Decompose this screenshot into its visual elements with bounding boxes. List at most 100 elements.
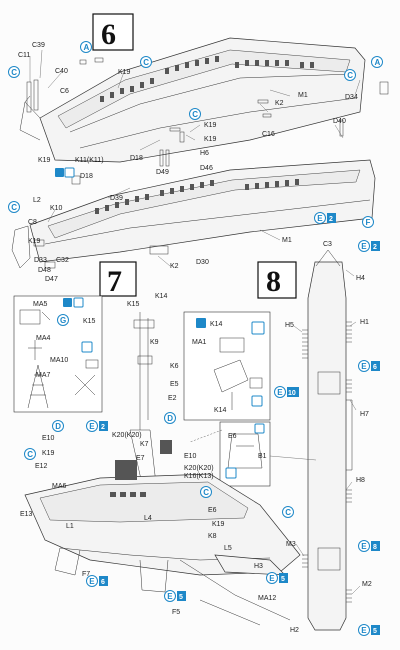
label-k16: K16(K13)	[184, 473, 214, 480]
label-e12: E12	[35, 463, 48, 470]
glue-icon	[63, 298, 72, 307]
step-6-panel: 6	[8, 13, 389, 283]
label-e13: E13	[20, 511, 33, 518]
step-6-badges: A C C A C C C	[8, 41, 383, 213]
label-c11: C11	[18, 52, 30, 59]
label-d39: D39	[110, 195, 123, 202]
badge-f-1: F	[362, 216, 374, 228]
badge-c-1: C	[140, 56, 152, 68]
step-7-labels: E10 K19 E12 MA6 E13 K20(K20) K7 E7 E10 K…	[20, 432, 299, 634]
svg-text:E: E	[269, 574, 275, 583]
svg-text:E: E	[361, 626, 367, 635]
label-d30: D30	[196, 259, 209, 266]
svg-text:C: C	[143, 58, 149, 67]
badge-e-x6-b: E 6	[86, 575, 108, 587]
badge-e-x5-b: E 5	[164, 590, 186, 602]
badge-e-x8: E 8	[358, 540, 380, 552]
badge-e-x2-a: E 2	[314, 212, 336, 224]
label-l4: L4	[144, 515, 152, 522]
label-h4: H4	[356, 275, 365, 282]
label-d18-b: D18	[130, 155, 143, 162]
badge-d-1: D	[52, 420, 64, 432]
label-e6-inset: E6	[228, 433, 237, 440]
label-k2-b: K2	[170, 263, 179, 270]
label-k8: K8	[208, 533, 217, 540]
label-c39: C39	[32, 42, 45, 49]
svg-text:2: 2	[101, 424, 105, 431]
label-m3: M3	[286, 541, 296, 548]
label-ma12: MA12	[258, 595, 276, 602]
label-b1: B1	[258, 453, 267, 460]
label-k20-a: K20(K20)	[112, 432, 142, 439]
badge-c-5: C	[8, 201, 20, 213]
label-ma6: MA6	[52, 483, 67, 490]
label-k14-a: K14	[155, 293, 168, 300]
badge-a-2: A	[371, 56, 383, 68]
label-f5: F5	[172, 609, 180, 616]
label-h7: H7	[360, 411, 369, 418]
label-ma5: MA5	[33, 301, 48, 308]
badge-e-x10: E 10	[274, 386, 299, 398]
label-h3: H3	[254, 563, 263, 570]
step-8-panel: 8	[257, 212, 380, 636]
svg-text:C: C	[11, 203, 17, 212]
svg-text:E: E	[89, 577, 95, 586]
svg-text:6: 6	[101, 579, 105, 586]
svg-text:E: E	[361, 542, 367, 551]
badge-c-2: C	[8, 66, 20, 78]
svg-text:6: 6	[373, 364, 377, 371]
label-e5-a: E5	[170, 381, 179, 388]
label-c6: C6	[60, 88, 69, 95]
svg-text:G: G	[60, 316, 66, 325]
label-k2: K2	[275, 100, 284, 107]
label-k14-b: K14	[210, 321, 223, 328]
badge-c-4: C	[189, 108, 201, 120]
svg-text:2: 2	[329, 216, 333, 223]
mast-inset-box	[13, 295, 103, 413]
svg-text:C: C	[347, 71, 353, 80]
svg-text:10: 10	[288, 390, 296, 397]
step-7-number-box	[99, 261, 137, 297]
hull-step7-drawing	[24, 440, 301, 626]
label-k19-a: K19	[118, 69, 131, 76]
step-8-number-box	[257, 261, 297, 299]
label-h2: H2	[290, 627, 299, 634]
svg-text:E: E	[89, 422, 95, 431]
badge-e-x5-c: E 5	[358, 624, 380, 636]
svg-text:5: 5	[281, 576, 285, 583]
label-c40: C40	[55, 68, 68, 75]
drill-icon	[64, 167, 75, 178]
hull-lower-drawing	[11, 159, 376, 269]
rotate-icon	[81, 341, 93, 353]
drill-icon	[254, 423, 265, 434]
badge-c-7: C	[200, 486, 212, 498]
label-e2: E2	[168, 395, 177, 402]
svg-text:E: E	[277, 388, 283, 397]
badge-e-x2-b: E 2	[86, 420, 108, 432]
svg-text:D: D	[55, 422, 61, 431]
step-8-number: 8	[266, 265, 281, 298]
label-k11: K11(K11)	[75, 157, 104, 164]
badge-e-x5-a: E 5	[266, 572, 288, 584]
label-ma4: MA4	[36, 335, 51, 342]
label-k9: K9	[150, 339, 159, 346]
svg-text:2: 2	[373, 244, 377, 251]
step-8-labels: C3 H4 H5 H1 H7 B1 H8 M3 M2	[258, 241, 372, 588]
step-7-badges: D D C C E 2 E 6 E 5 E 5	[24, 412, 288, 602]
svg-text:F: F	[366, 218, 371, 227]
svg-text:E: E	[317, 214, 323, 223]
label-f7: F7	[82, 571, 90, 578]
svg-text:C: C	[203, 488, 209, 497]
badge-d-2: D	[164, 412, 176, 424]
label-k20-b: K20(K20)	[184, 465, 214, 472]
label-e10-a: E10	[42, 435, 55, 442]
label-m1-a: M1	[298, 92, 308, 99]
label-k7: K7	[140, 441, 149, 448]
svg-text:C: C	[192, 110, 198, 119]
label-d46: D46	[200, 165, 213, 172]
label-c32: C32	[56, 257, 69, 264]
label-d40: D40	[333, 118, 346, 125]
step-8-badges: E 2 E 2 F E 6 E 10 E 8 E 5 C	[274, 212, 380, 636]
